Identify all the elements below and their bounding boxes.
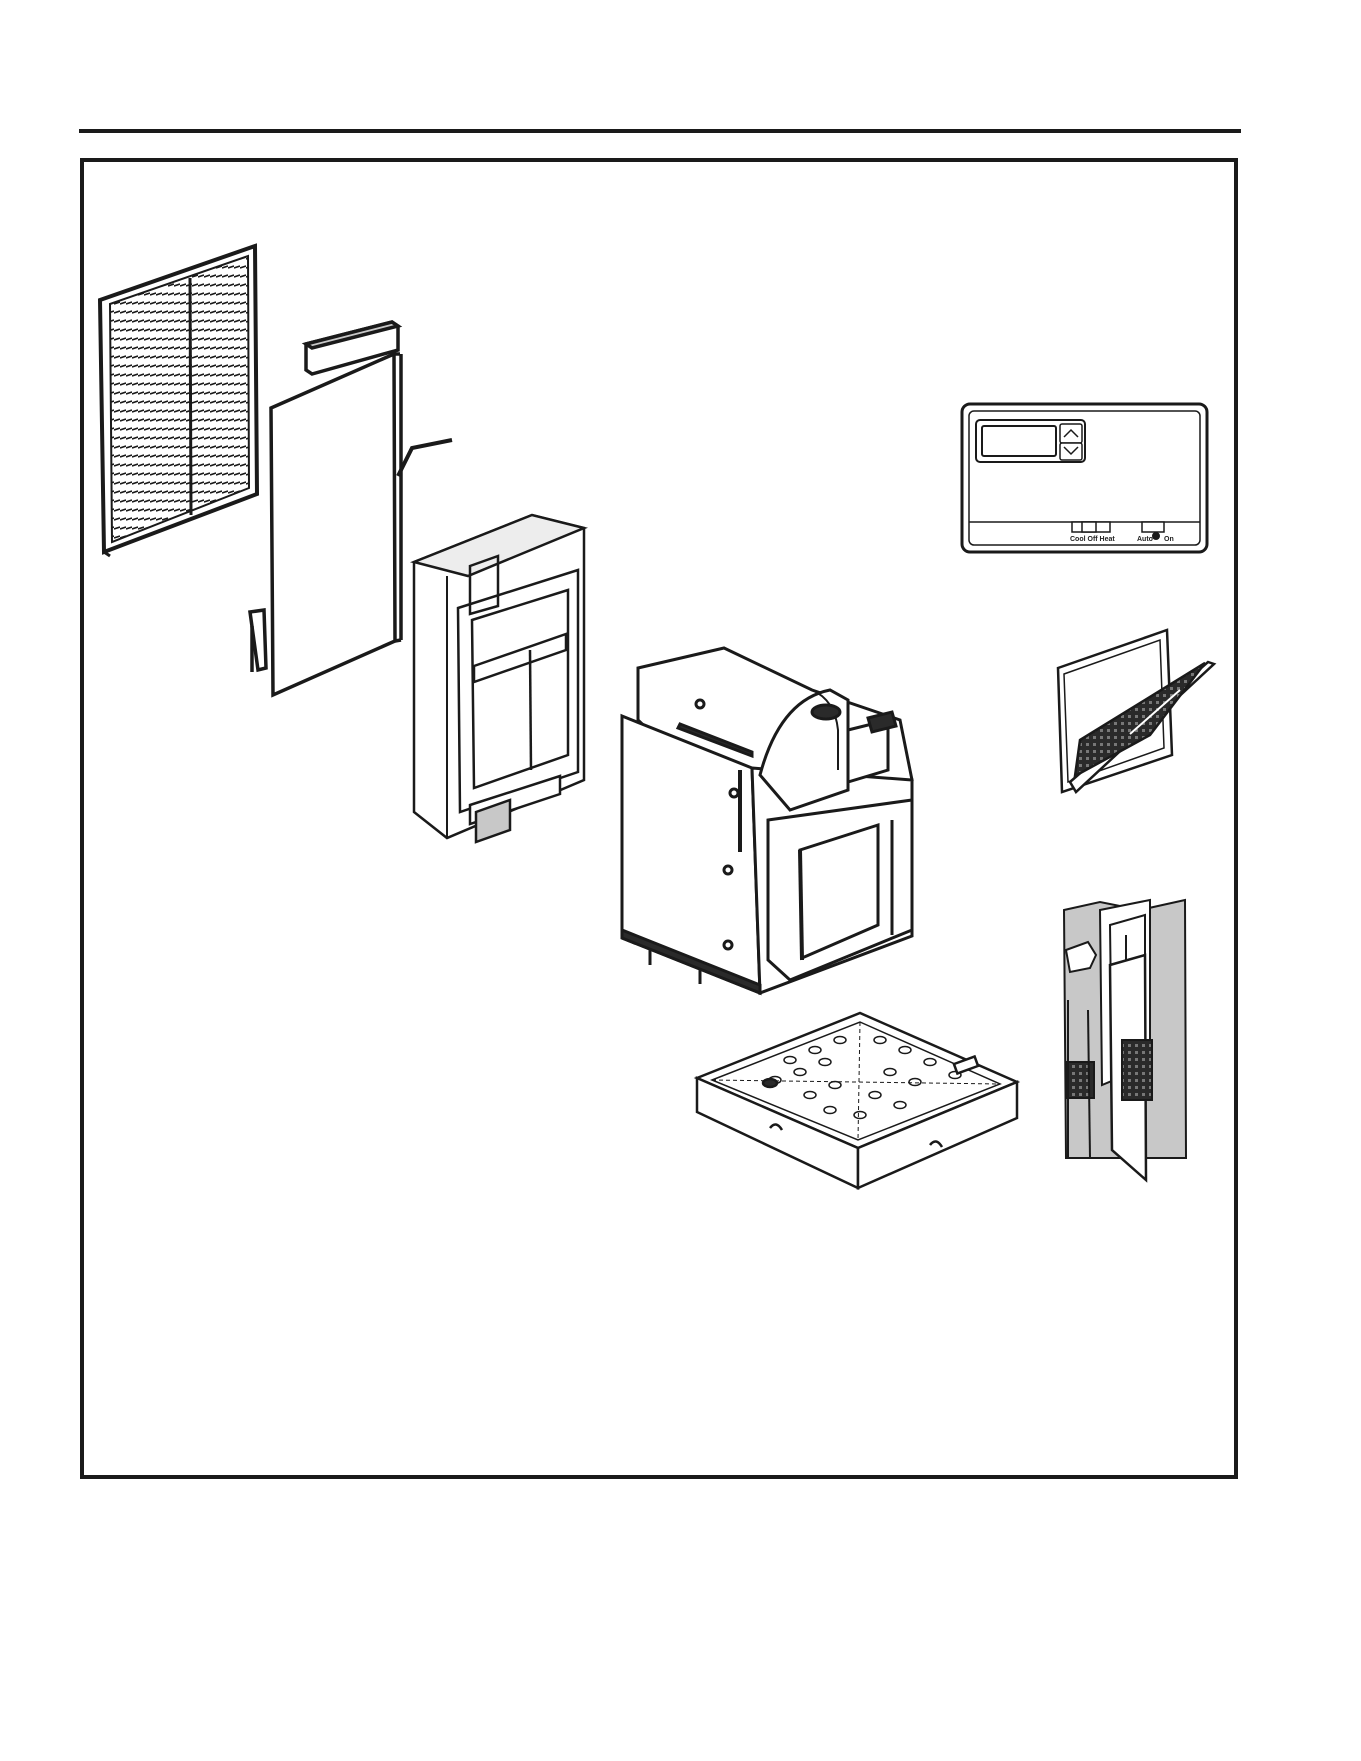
hinged-grille-icon [1058,630,1214,792]
open-frame-icon [414,515,584,842]
perforated-pan-icon [697,1013,1017,1188]
thermostat-mode-label: Cool Off Heat [1070,536,1115,543]
thermostat-icon: Cool Off Heat Auto On [962,404,1207,552]
thermostat-fan-auto-label: Auto [1137,536,1153,543]
thermostat-fan-on-label: On [1164,536,1174,543]
louvered-grille-icon [100,246,257,556]
wall-access-door-icon [1064,900,1186,1180]
ac-chassis-icon [622,648,912,993]
